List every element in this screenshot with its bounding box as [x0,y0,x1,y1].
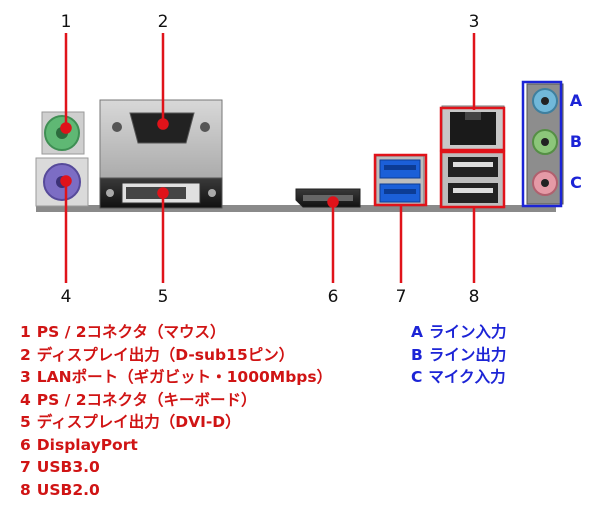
callout-number-3: 3 [469,12,480,32]
callout-letter-c: C [570,173,582,192]
callout-letter-a: A [570,91,583,110]
audio-legend: A ライン入力 B ライン出力 C マイク入力 [411,321,513,389]
legend-item: 7 USB3.0 [20,456,338,479]
legend-item: 8 USB2.0 [20,479,338,502]
legend-text: マイク入力 [428,368,506,386]
legend-text: PS / 2コネクタ（マウス） [36,323,226,341]
legend-item: A ライン入力 [411,321,513,344]
legend-number: 2 [20,345,31,364]
legend-text: DisplayPort [36,435,138,454]
legend-text: PS / 2コネクタ（キーボード） [36,390,257,409]
legend-text: LANポート（ギガビット・1000Mbps） [36,368,333,386]
usb3-ports [375,155,425,207]
legend-item: 6 DisplayPort [20,434,338,457]
audio-jack-stack [526,83,564,205]
legend-text: ライン入力 [429,323,507,341]
callout-number-6: 6 [328,287,339,307]
legend-item: 3 LANポート（ギガビット・1000Mbps） [20,366,338,389]
callout-leader-lines [60,33,476,283]
usb2-highlight-box [439,150,506,209]
usb2-ports [441,151,505,209]
legend-text: USB2.0 [36,480,100,499]
legend-text: USB3.0 [36,458,100,476]
usb3-highlight-box [373,153,428,207]
legend-item: 1 PS / 2コネクタ（マウス） [20,321,338,344]
legend-number: 8 [20,480,31,499]
legend-item: 5 ディスプレイ出力（DVI-D） [20,411,338,434]
legend-item: B ライン出力 [411,344,513,367]
legend-number: 7 [20,458,31,476]
legend-letter: B [411,345,423,364]
callout-number-5: 5 [158,287,169,307]
legend-text: ライン出力 [428,345,507,364]
callout-number-4: 4 [61,287,72,307]
callout-number-7: 7 [396,287,407,307]
audio-highlight-box [521,80,563,208]
legend-text: ディスプレイ出力（DVI-D） [36,413,241,431]
rear-io-panel-diagram: 1 2 3 4 5 6 7 8 A B C [35,12,583,307]
legend-letter: C [411,368,423,386]
legend-number: 5 [20,413,31,431]
callout-number-1: 1 [61,12,72,32]
callout-number-2: 2 [158,12,169,32]
callout-boxes [373,106,506,209]
lan-port [441,105,505,151]
callout-letter-b: B [570,132,582,151]
legend-letter: A [411,323,423,341]
legend-item: C マイク入力 [411,366,513,389]
lan-highlight-box [439,106,506,152]
legend-number: 1 [20,323,31,341]
callout-number-8: 8 [469,287,480,307]
io-shield-base [36,205,556,212]
legend-number: 6 [20,435,31,454]
legend-number: 3 [20,368,31,386]
legend-item: 4 PS / 2コネクタ（キーボード） [20,389,338,412]
legend-text: ディスプレイ出力（D-sub15ピン） [36,345,295,364]
legend-item: 2 ディスプレイ出力（D-sub15ピン） [20,344,338,367]
legend-number: 4 [20,390,31,409]
ps2-mouse-port [41,111,85,155]
